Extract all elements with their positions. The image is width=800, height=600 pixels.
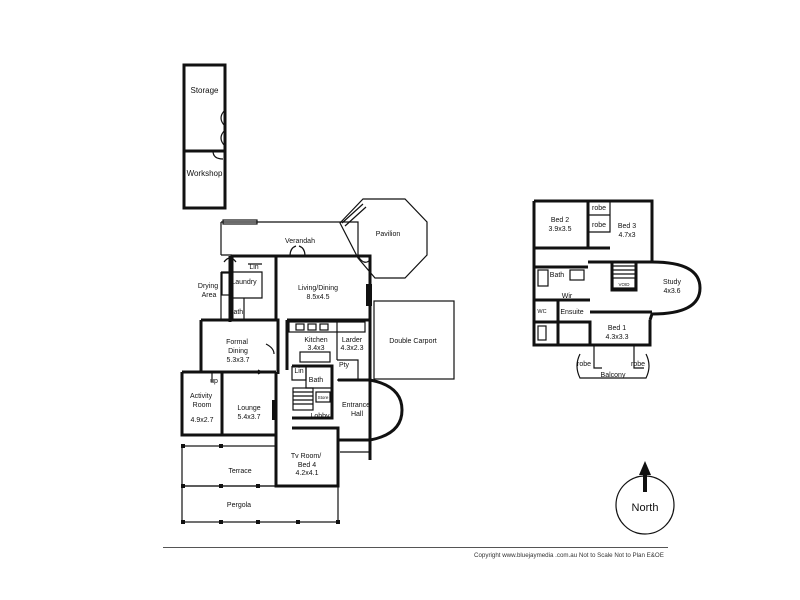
laundry-label: Laundry <box>231 279 257 286</box>
study-label: Study <box>663 279 681 286</box>
formal-dining-label-line-2: Dining <box>228 348 248 355</box>
bed2-size: 3.9x3.5 <box>549 226 572 233</box>
larder-label: Larder <box>342 337 363 344</box>
footer-divider <box>163 547 668 548</box>
robe-label-4: robe <box>631 361 645 368</box>
activity-room-size: 4.9x2.7 <box>191 417 214 424</box>
workshop-label: Workshop <box>187 169 223 178</box>
pty-label: Pty <box>339 362 350 369</box>
entrance-hall-label: Entrance Hall <box>342 402 372 418</box>
upper-floor: Bed 2 3.9x3.5 robe robe Bed 3 4.7x3 Bath… <box>532 199 702 379</box>
up-label: up <box>210 378 218 385</box>
stairs-ground <box>292 387 314 411</box>
footer: Copyright www.bluejaymedia .com.au Not t… <box>0 547 800 567</box>
balcony-label: Balcony <box>601 372 626 379</box>
pavilion-label: Pavilion <box>376 231 401 238</box>
lounge-label: Lounge <box>237 405 260 412</box>
larder-size: 4.3x2.3 <box>341 345 364 352</box>
kitchen-size: 3.4x3 <box>307 345 324 352</box>
north-arrow-icon <box>643 472 647 492</box>
bed2-label: Bed 2 <box>551 217 569 224</box>
wir-label: Wir <box>562 293 573 300</box>
robe-label-1: robe <box>592 205 606 212</box>
double-carport-label: Double Carport <box>389 338 437 345</box>
lin-label-1: Lin <box>249 264 258 271</box>
kitchen-label: Kitchen <box>304 337 327 344</box>
bed3-size: 4.7x3 <box>618 232 635 239</box>
tv-room-size: 4.2x4.1 <box>296 470 319 477</box>
storage-label: Storage <box>190 86 219 95</box>
ensuite-label: Ensuite <box>560 309 583 316</box>
formal-dining-size: 5.3x3.7 <box>227 357 250 364</box>
store-label: Store <box>318 395 329 400</box>
activity-room-label-line-2: Room <box>193 402 212 409</box>
study-size: 4x3.6 <box>663 288 680 295</box>
stairs-upper <box>612 265 636 275</box>
north-compass: North <box>615 461 675 535</box>
robe-label-3: robe <box>577 361 591 368</box>
entrance-hall-label-line-2: Hall <box>351 411 364 418</box>
pergola-label: Pergola <box>227 502 251 509</box>
activity-room-label: Activity Room <box>190 393 214 409</box>
living-dining-label: Living/Dining <box>298 285 338 292</box>
lin-label-2: Lin <box>294 368 303 375</box>
bath-label-2: Bath <box>309 377 324 384</box>
tv-room-label-line-2: Bed 4 <box>298 462 316 469</box>
drying-area-label: Drying Area <box>198 283 220 299</box>
ground-floor: Verandah Pavilion Laundry Lin Drying Are… <box>180 198 455 524</box>
lobby-label: Lobby <box>310 413 330 420</box>
bed1-label: Bed 1 <box>608 325 626 332</box>
living-dining-size: 8.5x4.5 <box>307 294 330 301</box>
tv-room-label: Tv Room/ Bed 4 <box>291 453 323 469</box>
void-label: VOID <box>618 282 630 287</box>
verandah-label: Verandah <box>285 238 315 245</box>
formal-dining-label: Formal Dining <box>226 339 250 355</box>
robe-label-2: robe <box>592 222 606 229</box>
lounge-size: 5.4x3.7 <box>238 414 261 421</box>
bath-label-1: Bath <box>229 309 244 316</box>
bath-upper-label: Bath <box>550 272 565 279</box>
outbuilding: Storage Workshop <box>182 63 227 210</box>
terrace-label: Terrace <box>228 468 251 475</box>
pergola-posts <box>181 444 340 524</box>
compass-label: North <box>632 502 659 514</box>
bed3-label: Bed 3 <box>618 223 636 230</box>
copyright-text: Copyright www.bluejaymedia .com.au Not t… <box>474 552 664 559</box>
drying-area-label-line-2: Area <box>202 292 217 299</box>
bed1-size: 4.3x3.3 <box>606 334 629 341</box>
wc-label: WC <box>537 309 546 315</box>
